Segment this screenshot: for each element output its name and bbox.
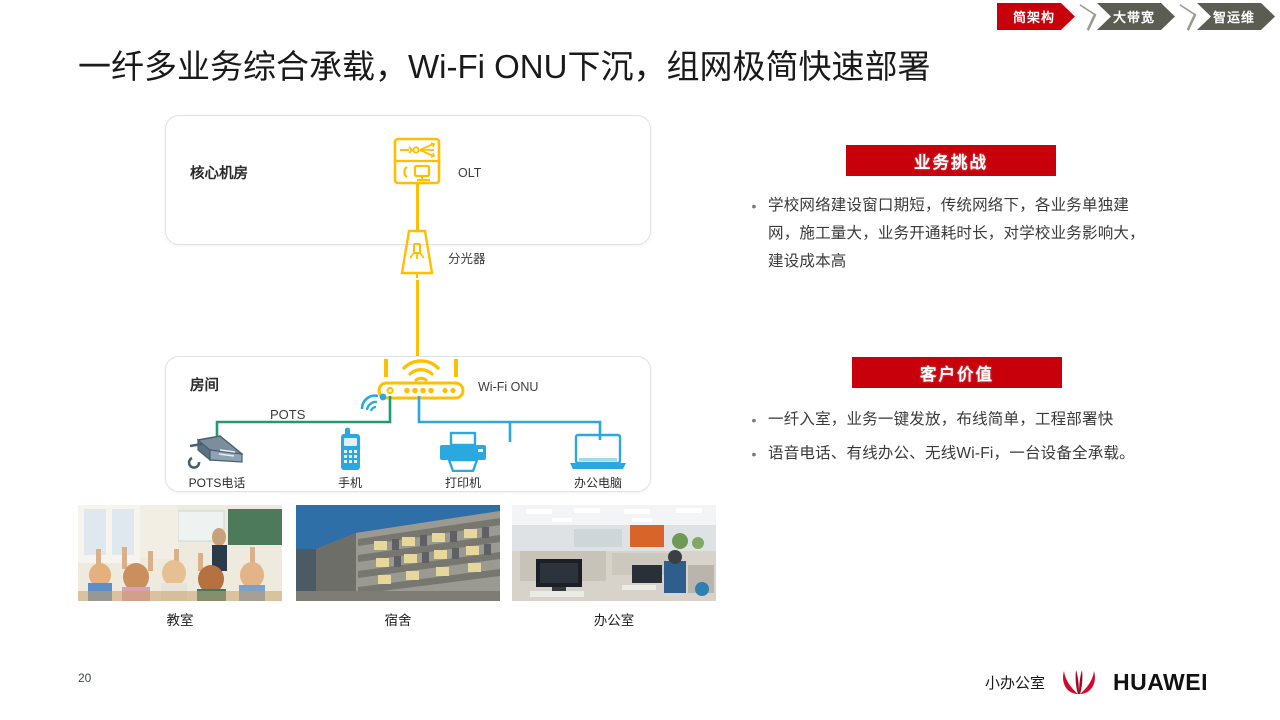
wifi-onu-icon — [377, 359, 465, 400]
ribbon-tab-1-shape — [997, 3, 1075, 30]
network-diagram: 核心机房 OLT 分光器 房间 — [160, 108, 660, 498]
room-box — [165, 356, 651, 492]
device-office-pc: 办公电脑 — [553, 426, 643, 491]
device-printer: 打印机 — [418, 426, 508, 491]
bullet-dot-icon: • — [751, 198, 757, 214]
optical-splitter-icon — [400, 229, 434, 278]
dormitory-photo — [296, 505, 500, 601]
ribbon-tab-2[interactable]: 大带宽 — [1097, 3, 1175, 30]
office-photo — [512, 505, 716, 601]
ribbon-tab-3-label: 智运维 — [1212, 10, 1255, 25]
wifi-signal-icon — [360, 393, 387, 412]
footer-tagline: 小办公室 — [984, 674, 1045, 692]
huawei-logo-icon — [1063, 670, 1095, 694]
olt-label: OLT — [458, 166, 482, 180]
photo-cell-office: 办公室 — [512, 505, 716, 629]
device-caption: 办公电脑 — [573, 476, 622, 490]
photo-caption: 办公室 — [593, 613, 635, 628]
panel-bullets-challenge: • 学校网络建设窗口期短，传统网络下，各业务单独建网，施工量大，业务开通耗时长，… — [740, 192, 1160, 282]
pots-link — [215, 396, 392, 440]
pots-link-label: POTS — [270, 407, 306, 422]
printer-icon — [418, 426, 508, 472]
bullet-text: 一纤入室，业务一键发放，布线简单，工程部署快 — [768, 411, 1114, 428]
photo-cell-classroom: 教室 — [78, 505, 282, 629]
photo-cell-dormitory: 宿舍 — [296, 505, 500, 629]
splitter-label: 分光器 — [448, 252, 486, 266]
footer-brand: 小办公室 HUAWEI — [985, 668, 1208, 696]
mobile-phone-icon — [305, 426, 395, 472]
list-item: • 语音电话、有线办公、无线Wi-Fi，一台设备全承载。 — [740, 440, 1160, 468]
photo-strip: 教室 — [78, 505, 718, 633]
device-caption: 手机 — [337, 476, 362, 490]
huawei-wordmark: HUAWEI — [1113, 668, 1208, 695]
bullet-text: 学校网络建设窗口期短，传统网络下，各业务单独建网，施工量大，业务开通耗时长，对学… — [768, 197, 1145, 270]
bullet-dot-icon: • — [751, 446, 757, 462]
list-item: • 一纤入室，业务一键发放，布线简单，工程部署快 — [740, 406, 1160, 434]
core-room-box — [165, 115, 651, 245]
ribbon-tab-3[interactable]: 智运维 — [1197, 3, 1275, 30]
device-mobile-phone: 手机 — [305, 426, 395, 491]
onu-label: Wi-Fi ONU — [478, 380, 539, 394]
banner-label: 业务挑战 — [914, 153, 988, 172]
laptop-icon — [553, 426, 643, 472]
fiber-link-splitter-onu — [416, 280, 419, 358]
bullet-dot-icon: • — [751, 412, 757, 428]
section-ribbon: 简架构 大带宽 智运维 — [997, 3, 1275, 30]
fiber-link-olt-splitter — [416, 184, 419, 230]
desk-phone-icon — [172, 426, 262, 472]
ribbon-tab-1[interactable]: 简架构 — [997, 3, 1075, 30]
device-pots-phone: POTS电话 — [172, 426, 262, 491]
photo-caption: 宿舍 — [384, 613, 412, 628]
list-item: • 学校网络建设窗口期短，传统网络下，各业务单独建网，施工量大，业务开通耗时长，… — [740, 192, 1160, 276]
chevron-right-icon-2 — [1175, 3, 1197, 30]
device-caption: 打印机 — [444, 476, 481, 490]
ribbon-tab-2-label: 大带宽 — [1112, 10, 1155, 25]
page-number: 20 — [78, 671, 92, 685]
device-caption: POTS电话 — [188, 476, 246, 490]
banner-label: 客户价值 — [920, 365, 994, 384]
olt-icon — [393, 137, 441, 185]
lan-link — [417, 396, 602, 442]
panel-banner-challenge: 业务挑战 — [846, 145, 1056, 176]
bullet-text: 语音电话、有线办公、无线Wi-Fi，一台设备全承载。 — [768, 445, 1135, 462]
ribbon-tab-1-label: 简架构 — [1012, 10, 1055, 25]
panel-bullets-value: • 一纤入室，业务一键发放，布线简单，工程部署快 • 语音电话、有线办公、无线W… — [740, 406, 1160, 474]
room-label: 房间 — [190, 378, 219, 394]
classroom-photo — [78, 505, 282, 601]
page-title: 一纤多业务综合承载，Wi-Fi ONU下沉，组网极简快速部署 — [78, 48, 931, 85]
chevron-right-icon-1 — [1075, 3, 1097, 30]
panel-banner-value: 客户价值 — [852, 357, 1062, 388]
photo-caption: 教室 — [166, 613, 194, 628]
core-room-label: 核心机房 — [190, 166, 248, 182]
